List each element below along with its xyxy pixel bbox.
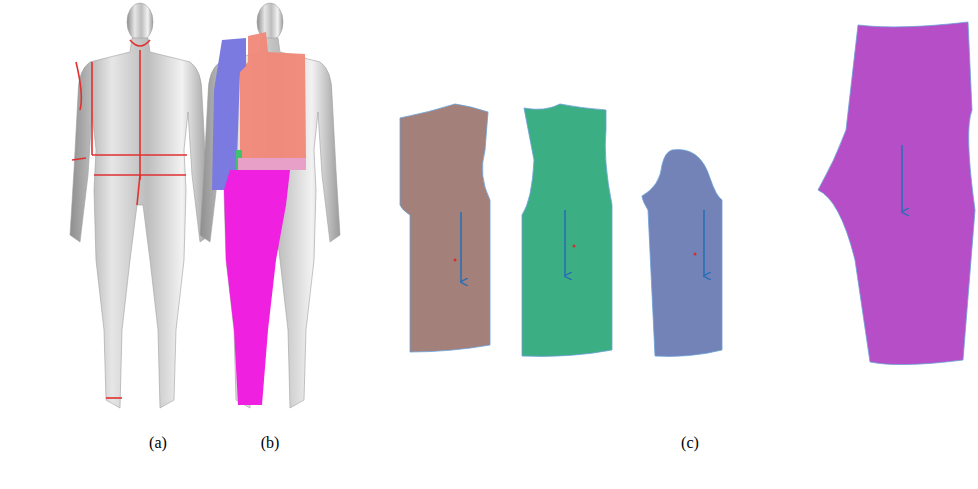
pattern-pieces <box>400 22 975 365</box>
grain-arrows <box>461 145 902 282</box>
panel-label: (a) <box>149 434 167 452</box>
mannequin <box>70 3 210 408</box>
seam-lines <box>72 40 187 398</box>
panel-label: (b) <box>261 434 280 452</box>
centre-dots <box>454 245 697 262</box>
mannequin <box>200 3 340 408</box>
mesh-regions <box>212 32 306 405</box>
panel-label: (c) <box>681 434 699 452</box>
